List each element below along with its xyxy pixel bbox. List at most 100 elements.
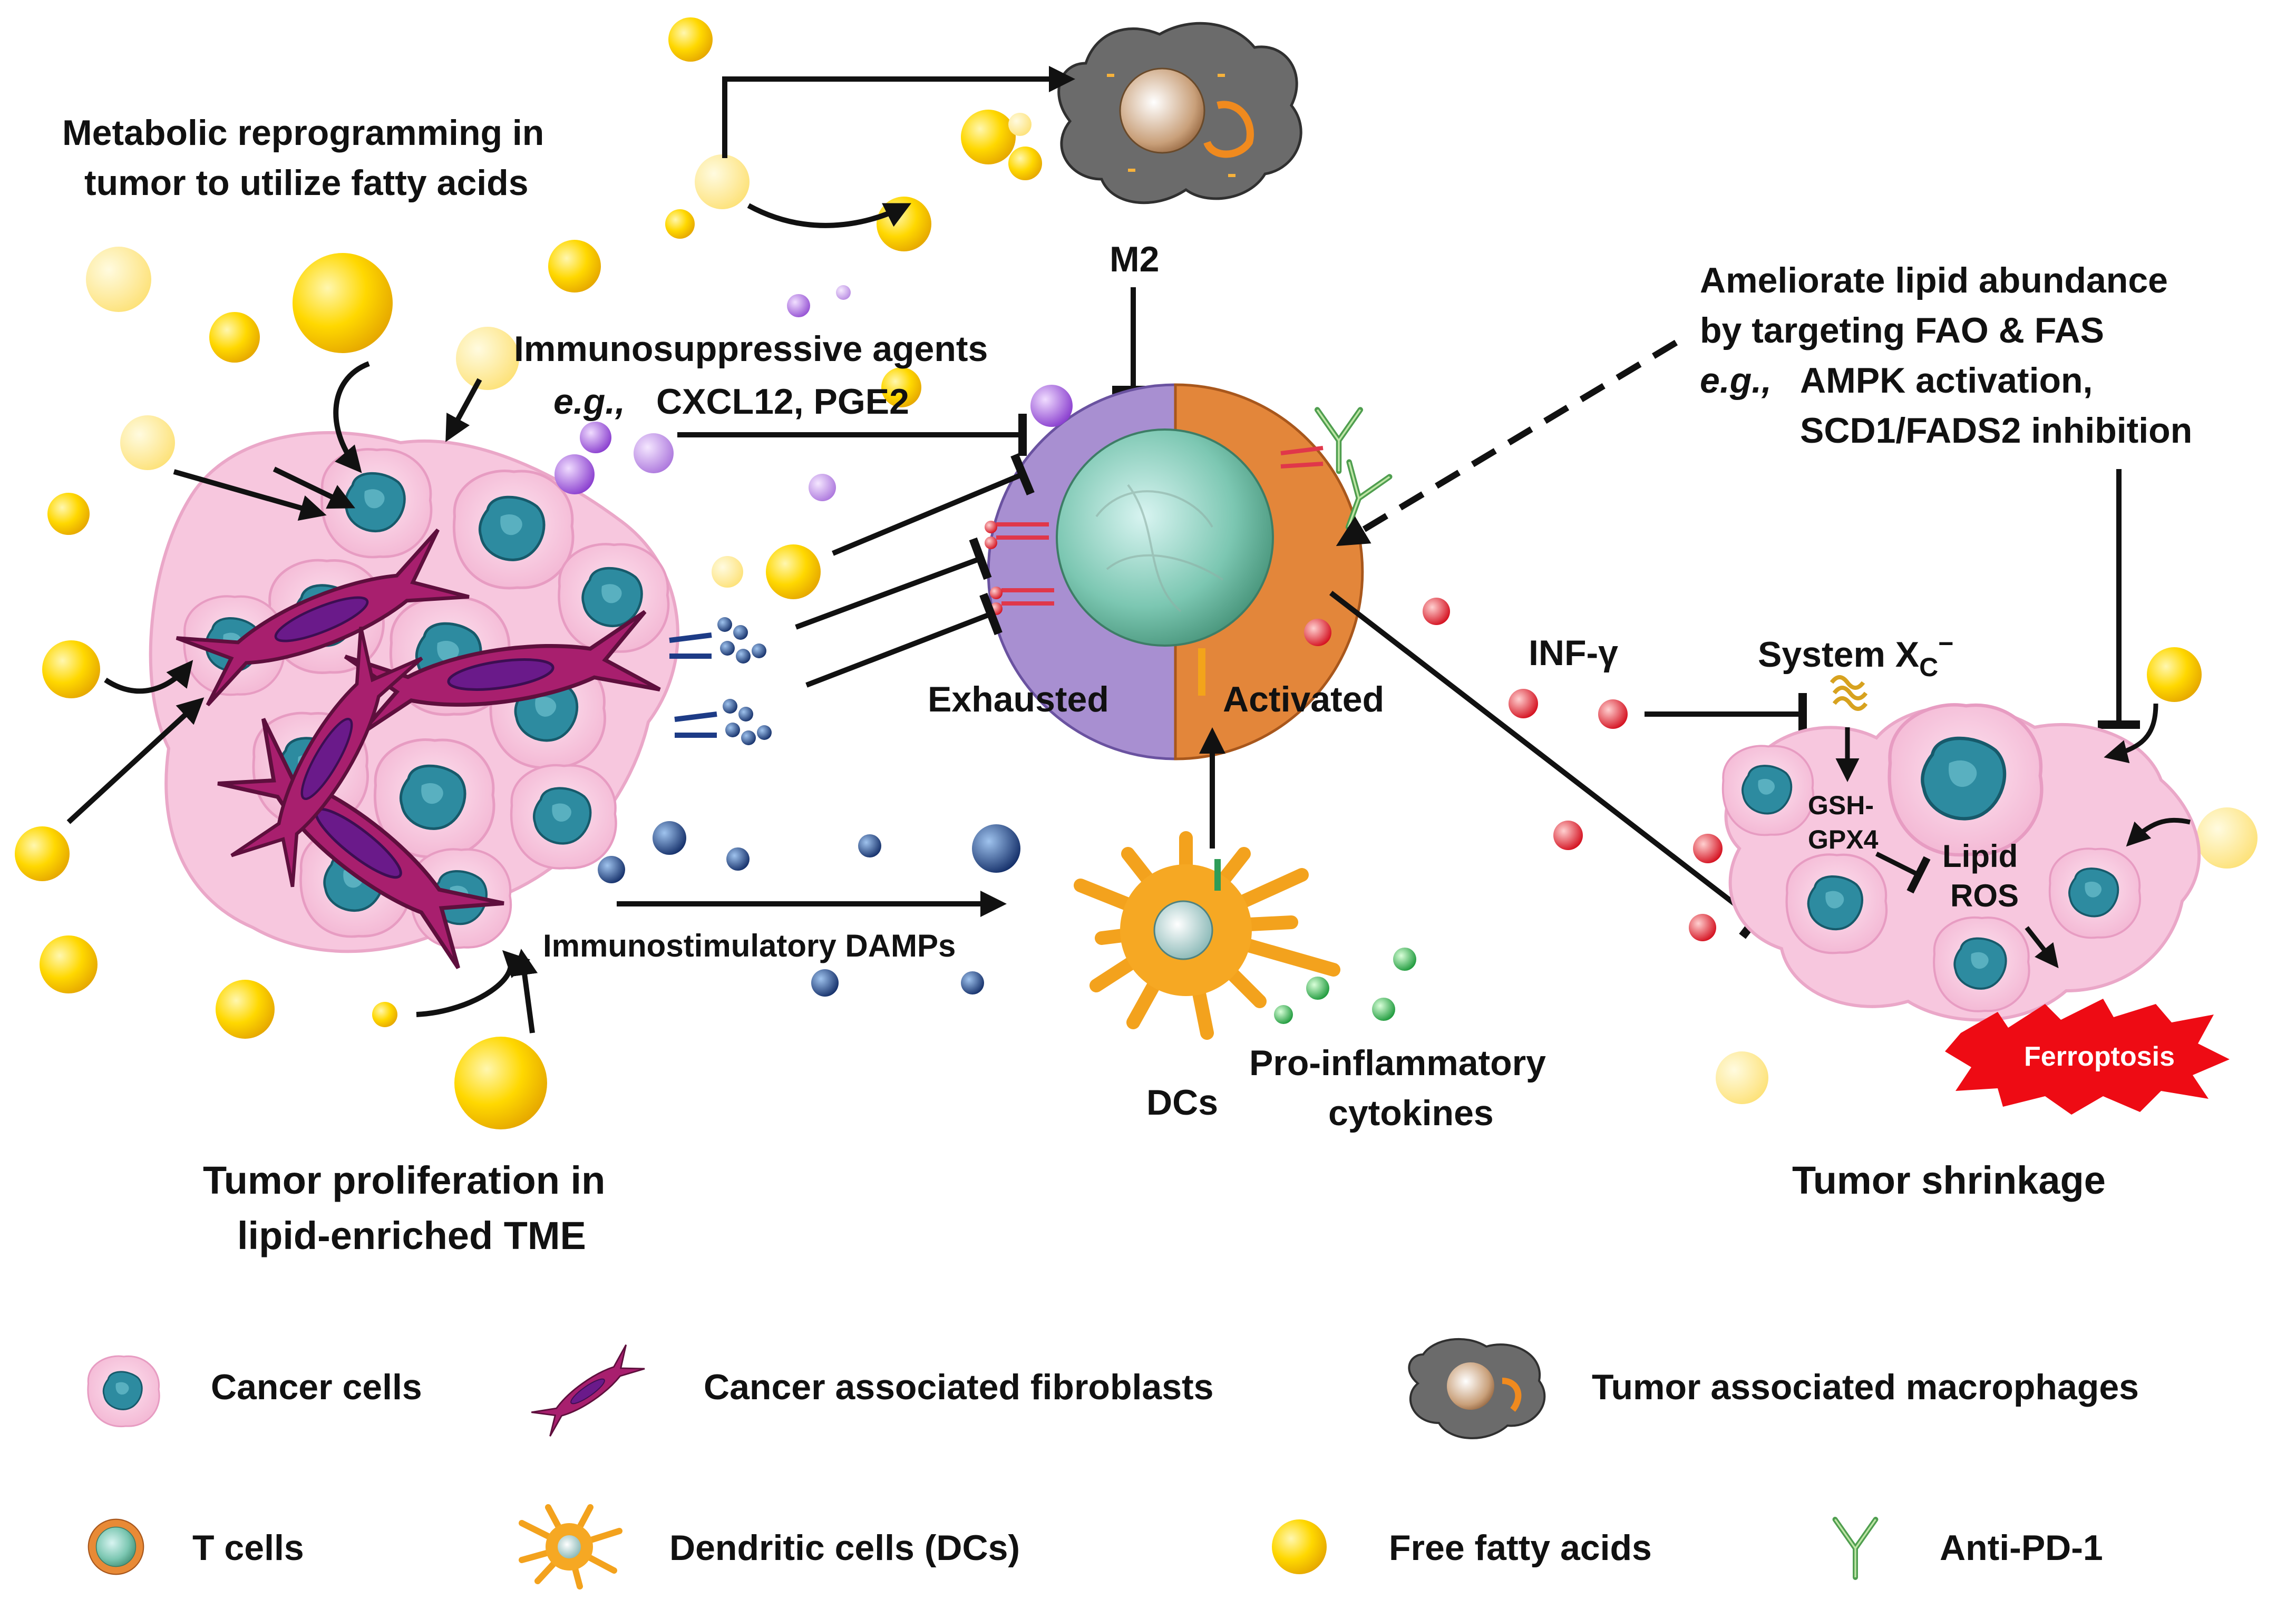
legend-item-macrophages: Tumor associated macrophages xyxy=(1408,1338,2139,1439)
fatty-acid-icon xyxy=(209,312,260,363)
ameliorate-arrow xyxy=(1336,339,1678,547)
ferroptosis-label: Ferroptosis xyxy=(2024,1041,2175,1072)
damps-label: Immunostimulatory DAMPs xyxy=(543,928,956,963)
legend-label: Anti-PD-1 xyxy=(1940,1528,2103,1568)
exhausted-label: Exhausted xyxy=(928,679,1109,719)
fatty-acid-uptake-arrows xyxy=(66,361,538,1033)
anti-pd1-icon xyxy=(1835,1519,1876,1577)
legend-label: Free fatty acids xyxy=(1389,1528,1652,1568)
fatty-acid-icon xyxy=(766,544,821,599)
tumor-proliferation-label-2: lipid-enriched TME xyxy=(237,1214,586,1257)
fatty-acid-icon xyxy=(2147,647,2202,702)
fatty-acid-icon xyxy=(293,253,393,353)
fatty-acid-icon xyxy=(47,493,90,535)
interferon-arrows xyxy=(1329,591,1807,939)
fatty-acid-icon xyxy=(15,826,70,881)
system-xc-label: System XC− xyxy=(1758,629,1953,682)
legend-label: Cancer associated fibroblasts xyxy=(704,1367,1213,1407)
gsh-label: GSH- xyxy=(1808,791,1874,820)
diagram-labels: Metabolic reprogramming in tumor to util… xyxy=(62,113,2192,1257)
system-xc-transporter xyxy=(1830,675,1868,711)
ameliorate-label-2: by targeting FAO & FAS xyxy=(1700,310,2104,350)
tumor-receptors xyxy=(669,632,717,738)
macrophage-arrows xyxy=(722,66,1154,394)
inf-gamma-label: INF-γ xyxy=(1529,633,1618,673)
metabolic-label-2: tumor to utilize fatty acids xyxy=(84,163,529,203)
fatty-acid-particles xyxy=(15,17,2258,1129)
immunosuppressive-eg: e.g., xyxy=(553,382,625,422)
fatty-acid-icon xyxy=(712,556,743,588)
cancer-cell xyxy=(1933,916,2030,1012)
immunosuppressive-label-2: CXCL12, PGE2 xyxy=(656,382,909,422)
fatty-acid-icon xyxy=(2196,807,2258,869)
cancer-cell xyxy=(1787,854,1886,953)
pd1-receptors xyxy=(996,446,1324,606)
ros-label: ROS xyxy=(1950,878,2019,913)
tumor-mass xyxy=(149,431,772,970)
cancer-cell xyxy=(322,449,431,557)
cytokine-particles xyxy=(1274,948,1416,1024)
legend-item-cancer-cells: Cancer cells xyxy=(87,1355,422,1428)
fatty-acid-icon xyxy=(456,327,519,390)
legend-label: T cells xyxy=(192,1528,304,1568)
activated-label: Activated xyxy=(1223,679,1384,719)
dendritic-cell xyxy=(1074,831,1340,1040)
pro-inflammatory-label-1: Pro-inflammatory xyxy=(1249,1043,1546,1083)
legend-item-fatty-acids: Free fatty acids xyxy=(1272,1519,1652,1574)
fatty-acid-icon xyxy=(1716,1051,1768,1104)
fatty-acid-icon xyxy=(120,415,175,470)
cancer-cell xyxy=(2048,847,2142,939)
fatty-acid-icon xyxy=(40,935,98,993)
fatty-acid-icon xyxy=(1008,113,1032,136)
dcs-label: DCs xyxy=(1146,1083,1218,1123)
lipid-label: Lipid xyxy=(1942,838,2018,874)
immunosuppressive-label-1: Immunosuppressive agents xyxy=(514,329,988,369)
pro-inflammatory-label-2: cytokines xyxy=(1328,1093,1494,1133)
ameliorate-label-3: AMPK activation, xyxy=(1800,360,2093,401)
immunosuppressive-particles xyxy=(554,285,1073,501)
cancer-cell xyxy=(511,765,616,869)
cancer-cell-icon xyxy=(87,1355,160,1428)
t-cell-icon xyxy=(87,1518,144,1575)
gpx4-label: GPX4 xyxy=(1808,825,1879,854)
metabolic-label-1: Metabolic reprogramming in xyxy=(62,113,544,153)
ameliorate-label-1: Ameliorate lipid abundance xyxy=(1700,260,2168,300)
damp-particles xyxy=(598,821,1020,997)
m2-macrophage xyxy=(1057,22,1302,204)
legend-label: Tumor associated macrophages xyxy=(1592,1367,2139,1407)
fatty-acid-icon xyxy=(454,1037,547,1129)
pd-l1-ligands xyxy=(717,617,772,745)
interferon-particles xyxy=(1304,598,1723,941)
fatty-acid-icon xyxy=(42,640,100,698)
tumor-proliferation-label-1: Tumor proliferation in xyxy=(203,1158,605,1202)
cancer-cell xyxy=(1721,745,1815,836)
legend-label: Dendritic cells (DCs) xyxy=(669,1528,1020,1568)
fatty-acid-icon xyxy=(1272,1519,1327,1574)
fatty-acid-icon xyxy=(1008,147,1042,180)
cancer-cell xyxy=(454,471,573,588)
legend-item-fibroblasts: Cancer associated fibroblasts xyxy=(531,1344,1213,1437)
legend-item-anti-pd1: Anti-PD-1 xyxy=(1835,1519,2103,1577)
fatty-acid-icon xyxy=(216,980,275,1039)
fatty-acid-icon xyxy=(372,1002,397,1027)
fatty-acid-icon xyxy=(86,247,151,312)
ferroptosis-burst xyxy=(1945,999,2230,1115)
ferroptosis-pathway-arrows xyxy=(1835,703,2191,969)
legend: Cancer cells Cancer associated fibroblas… xyxy=(87,1338,2139,1590)
tumor-shrinkage-label: Tumor shrinkage xyxy=(1792,1158,2106,1202)
legend-item-t-cells: T cells xyxy=(87,1518,304,1575)
fatty-acid-icon xyxy=(695,154,750,209)
fatty-acid-icon xyxy=(665,209,695,239)
fatty-acid-icon xyxy=(548,240,601,292)
fatty-acid-icon xyxy=(668,17,713,62)
tumor-inhibition-lines xyxy=(677,414,1035,688)
fatty-acid-icon xyxy=(881,367,921,407)
t-cell xyxy=(985,383,1364,760)
m2-label: M2 xyxy=(1110,239,1159,279)
shrinking-tumor xyxy=(1721,705,2201,1022)
ameliorate-eg: e.g., xyxy=(1700,360,1772,401)
legend-label: Cancer cells xyxy=(211,1367,422,1407)
fatty-acid-icon xyxy=(961,110,1016,164)
ameliorate-label-4: SCD1/FADS2 inhibition xyxy=(1800,411,2192,451)
